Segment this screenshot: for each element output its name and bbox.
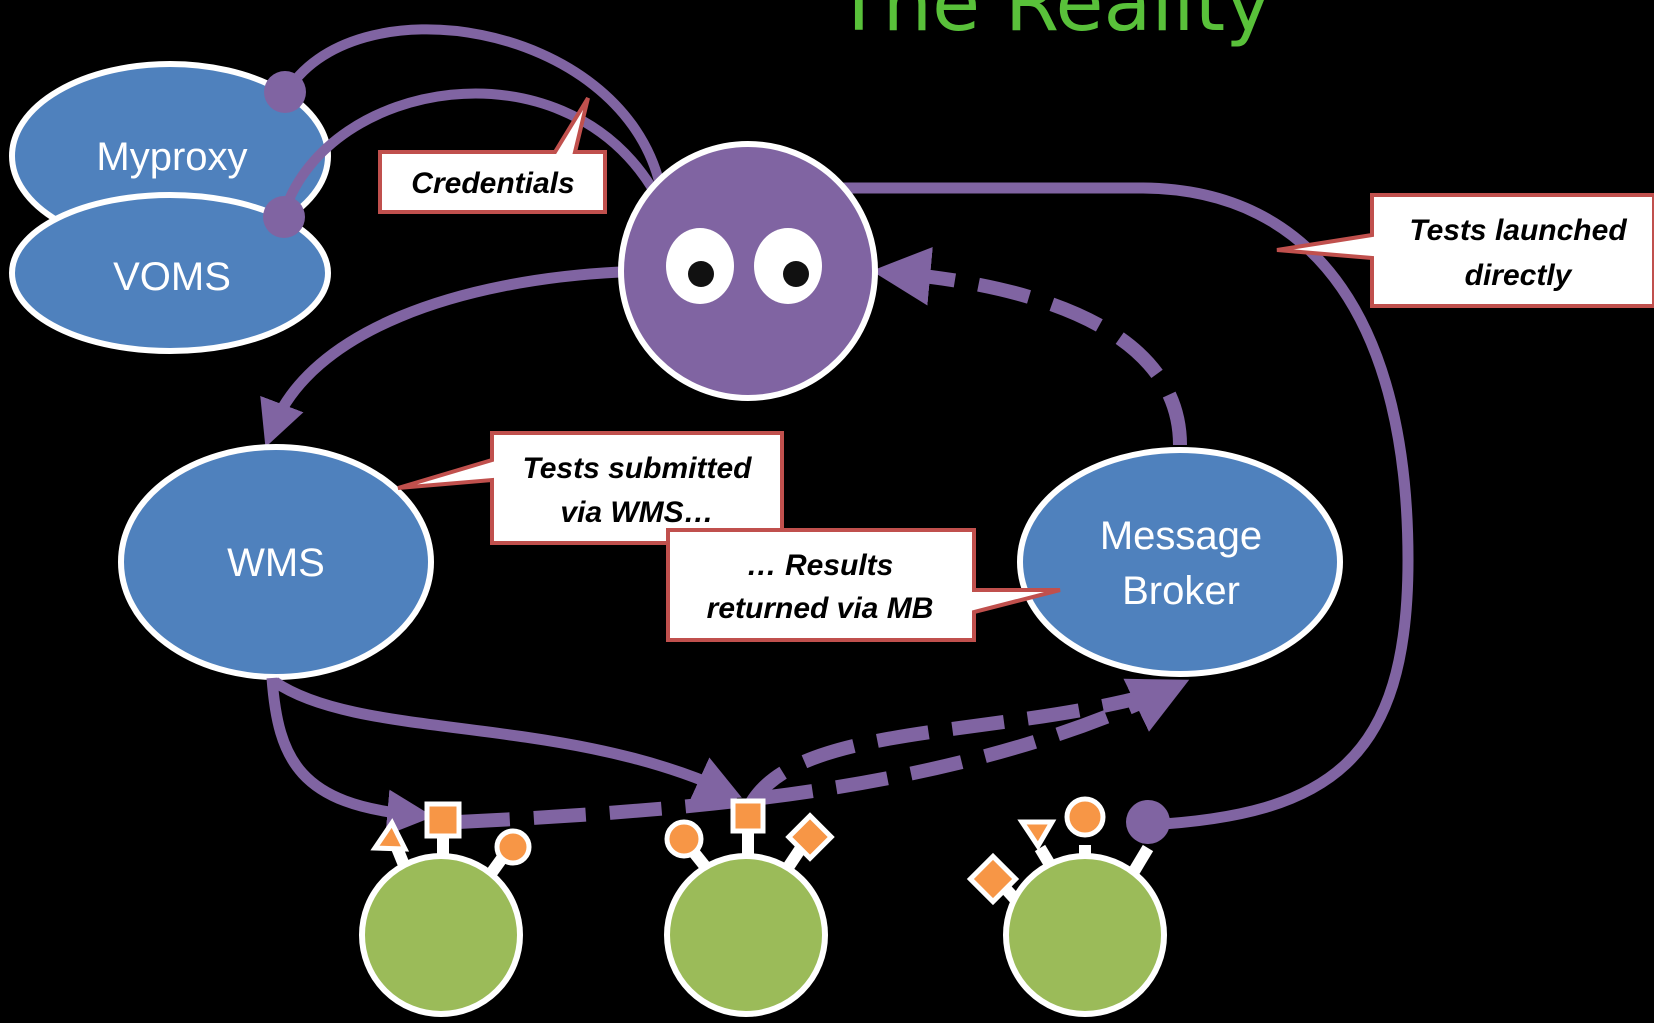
callout-tests-submitted: Tests submitted via WMS… bbox=[397, 431, 784, 545]
square-icon bbox=[730, 798, 766, 834]
arrow-results-to-monitor bbox=[871, 246, 1187, 446]
arrow-wms-to-site2 bbox=[271, 677, 742, 800]
site-node-2 bbox=[664, 798, 835, 1017]
dashed-results-site2 bbox=[741, 683, 1170, 814]
circle-icon bbox=[664, 819, 704, 859]
monitor-node bbox=[618, 141, 878, 401]
callout-results-line2: returned via MB bbox=[707, 592, 934, 625]
credential-arc-voms bbox=[280, 88, 657, 212]
voms-label: VOMS bbox=[113, 255, 231, 299]
callout-tests-submitted-line1: Tests submitted bbox=[523, 452, 753, 485]
callout-tests-launched: Tests launched directly bbox=[1276, 193, 1654, 308]
arrow-direct-launch bbox=[840, 182, 1414, 831]
myproxy-label: Myproxy bbox=[96, 135, 247, 179]
credential-arc-myproxy bbox=[280, 24, 665, 187]
arrow-wms-to-site1 bbox=[266, 677, 434, 836]
diamond-icon bbox=[966, 852, 1020, 906]
callout-credentials-text: Credentials bbox=[411, 167, 574, 200]
slide-title: The Reality bbox=[834, 0, 1271, 49]
callout-results-line1: … Results bbox=[747, 549, 894, 582]
dashed-results-site1 bbox=[457, 678, 1190, 829]
arrow-to-wms bbox=[260, 266, 621, 448]
myproxy-connector-dot bbox=[264, 71, 306, 113]
circle-icon bbox=[1064, 796, 1106, 838]
callout-tests-launched-line1: Tests launched bbox=[1409, 214, 1627, 247]
site-node-3 bbox=[966, 796, 1170, 1017]
message-broker-label-line2: Broker bbox=[1122, 569, 1240, 613]
triangle-icon bbox=[370, 818, 410, 852]
callout-tests-launched-line2: directly bbox=[1465, 259, 1573, 292]
callout-tests-submitted-line2: via WMS… bbox=[560, 496, 713, 529]
message-broker-node: Message Broker bbox=[1017, 447, 1343, 677]
callout-results-returned: … Results returned via MB bbox=[666, 528, 1061, 642]
circle-icon bbox=[494, 828, 532, 866]
message-broker-label-line1: Message bbox=[1100, 514, 1262, 558]
voms-connector-dot bbox=[263, 196, 305, 238]
voms-node: VOMS bbox=[9, 192, 331, 354]
diamond-icon bbox=[785, 812, 835, 862]
direct-launch-connector-dot bbox=[1126, 800, 1170, 844]
wms-label: WMS bbox=[227, 541, 325, 585]
square-icon bbox=[424, 801, 462, 839]
myproxy-node: Myproxy bbox=[9, 61, 331, 251]
triangle-icon bbox=[1017, 819, 1057, 851]
site-node-1 bbox=[359, 801, 532, 1017]
wms-node: WMS bbox=[118, 444, 434, 680]
callout-credentials: Credentials bbox=[378, 96, 607, 214]
